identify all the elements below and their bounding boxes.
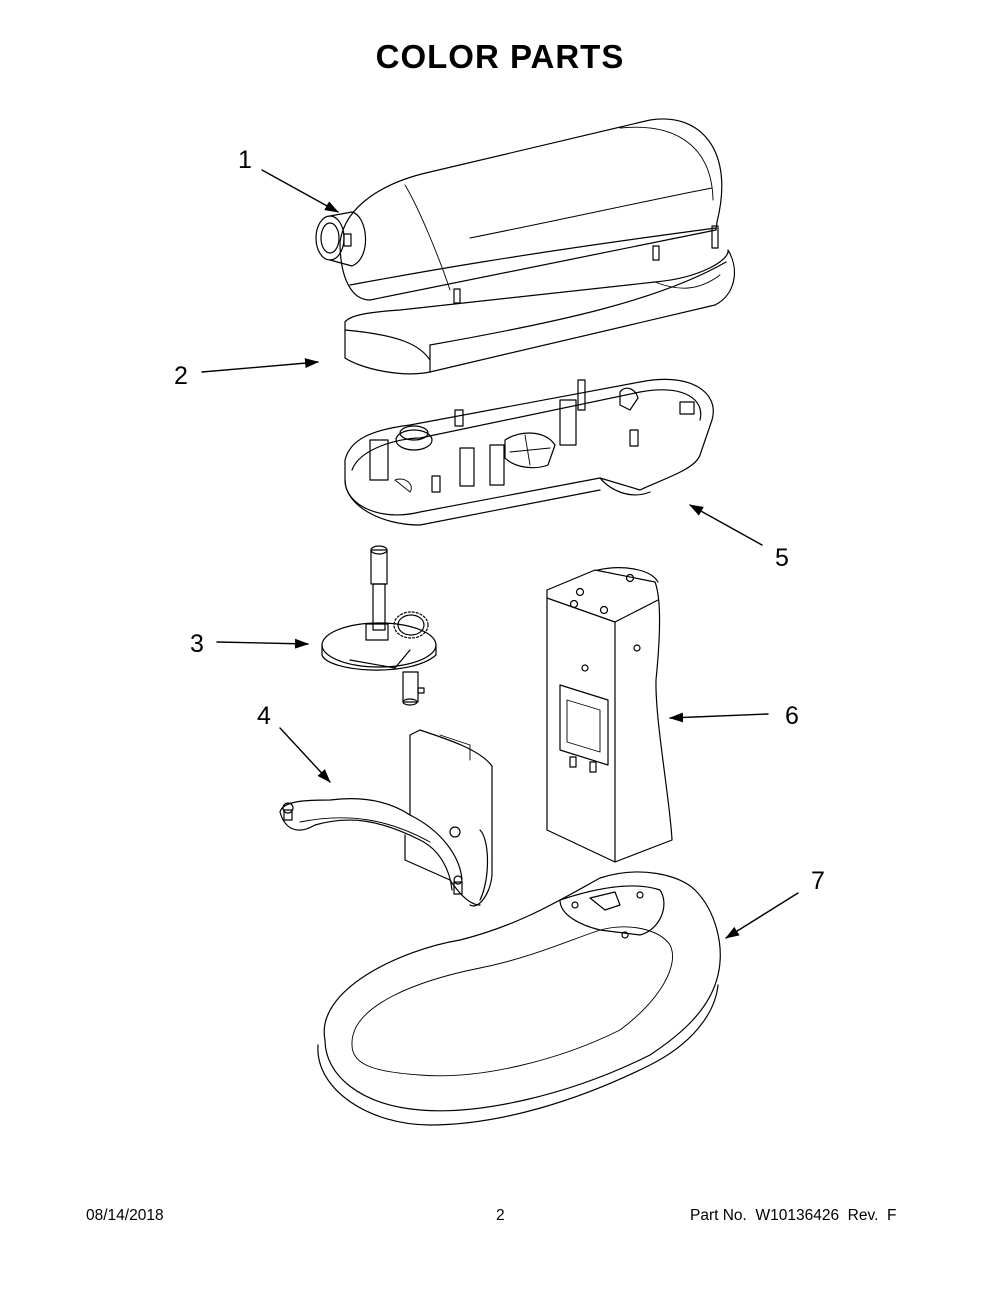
arrow-7 — [725, 893, 798, 938]
page-title: COLOR PARTS — [375, 38, 625, 75]
callout-6: 6 — [785, 702, 799, 730]
part-7-base — [318, 872, 720, 1125]
part-6-pedestal-column — [547, 568, 672, 862]
arrow-5 — [689, 505, 762, 545]
part-3-planetary-assembly — [322, 546, 436, 705]
callout-1: 1 — [238, 146, 252, 174]
footer-part-number: Part No. W10136426 Rev. F — [690, 1207, 897, 1224]
callout-2: 2 — [174, 362, 188, 390]
callout-7: 7 — [811, 867, 825, 895]
footer-date: 08/14/2018 — [86, 1207, 164, 1224]
arrow-6 — [669, 712, 768, 723]
footer-page-number: 2 — [496, 1207, 505, 1224]
callout-5: 5 — [775, 544, 789, 572]
arrow-1 — [262, 170, 339, 212]
callout-4: 4 — [257, 702, 271, 730]
arrow-4 — [280, 728, 330, 783]
arrow-2 — [202, 358, 319, 372]
part-5-gear-housing — [345, 379, 713, 525]
part-4-bowl-support-arm — [280, 730, 492, 906]
callout-3: 3 — [190, 630, 204, 658]
part-2-trim-band — [345, 250, 734, 374]
arrow-3 — [217, 638, 309, 649]
leader-arrows — [202, 170, 798, 938]
part-1-motor-housing — [316, 119, 722, 303]
